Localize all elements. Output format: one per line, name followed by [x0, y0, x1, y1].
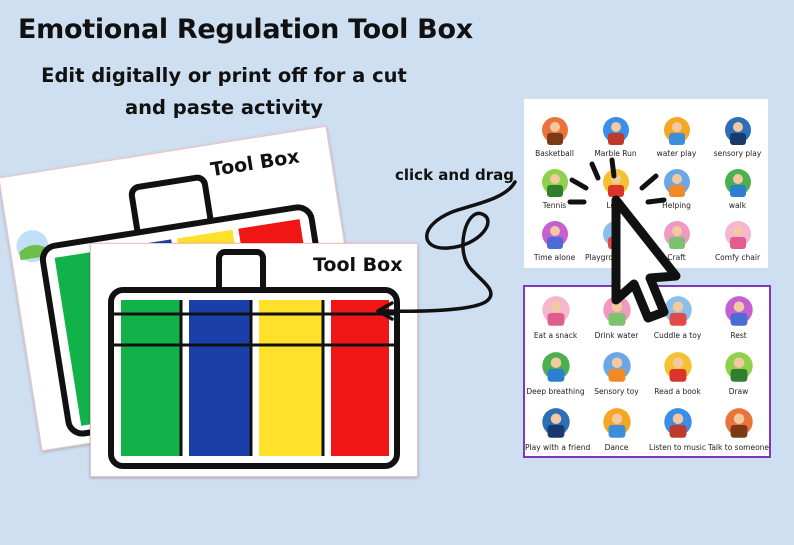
activity-card[interactable]: Playground climb: [585, 219, 650, 262]
toolbox-slot-yellow[interactable]: [259, 300, 323, 456]
activity-label: Draw: [728, 387, 749, 396]
marble-run-icon: [598, 115, 634, 149]
activity-card[interactable]: Play with a friend: [525, 405, 591, 452]
activity-label: Sensory toy: [594, 387, 639, 396]
activity-label: Dance: [604, 443, 629, 452]
subtitle: Edit digitally or print off for a cut an…: [0, 60, 448, 124]
activity-card[interactable]: Tennis: [524, 167, 585, 210]
activity-card[interactable]: Dance: [586, 405, 647, 452]
activity-label: water play: [656, 149, 697, 158]
activity-card[interactable]: Lego: [585, 167, 646, 210]
time-alone-icon: [537, 219, 573, 253]
comfy-chair-icon: [720, 219, 756, 253]
sensory-toy-icon: [598, 349, 636, 387]
activity-label: Read a book: [654, 387, 701, 396]
toolbox-slot-green[interactable]: [121, 300, 181, 456]
playground-icon: [598, 219, 634, 253]
toolbox-card-front[interactable]: Tool Box: [90, 243, 418, 477]
activity-label: Drink water: [594, 331, 639, 340]
activity-card[interactable]: Cuddle a toy: [647, 293, 708, 340]
activity-card[interactable]: Talk to someone: [708, 405, 769, 452]
subtitle-line-2: and paste activity: [125, 96, 323, 119]
activity-label: Marble Run: [594, 149, 637, 158]
activity-card[interactable]: Listen to music: [647, 405, 708, 452]
drag-instruction: click and drag: [395, 166, 515, 184]
dance-icon: [598, 405, 636, 443]
activities-panel-top: Basketball Marble Run water play sensory pl…: [524, 99, 768, 268]
activity-card[interactable]: Basketball: [524, 115, 585, 158]
activity-label: Basketball: [535, 149, 574, 158]
toolbox-slot-blue[interactable]: [189, 300, 251, 456]
water-play-icon: [659, 115, 695, 149]
snack-icon: [537, 293, 575, 331]
rest-icon: [720, 293, 758, 331]
activity-card[interactable]: Rest: [708, 293, 769, 340]
helping-icon: [659, 167, 695, 201]
activity-label: Comfy chair: [714, 253, 761, 262]
activity-label: Playground climb: [585, 253, 650, 262]
tennis-icon: [537, 167, 573, 201]
activity-card[interactable]: sensory play: [707, 115, 768, 158]
water-bottle-icon: [598, 293, 636, 331]
activity-card[interactable]: Draw: [708, 349, 769, 396]
activity-label: Rest: [730, 331, 747, 340]
sensory-play-icon: [720, 115, 756, 149]
toy-icon: [659, 293, 697, 331]
activity-card[interactable]: Sensory toy: [586, 349, 647, 396]
activity-card[interactable]: Marble Run: [585, 115, 646, 158]
activity-label: Deep breathing: [526, 387, 585, 396]
talk-icon: [720, 405, 758, 443]
breathing-icon: [537, 349, 575, 387]
activity-label: sensory play: [713, 149, 762, 158]
activity-card[interactable]: Deep breathing: [525, 349, 586, 396]
activity-card[interactable]: Read a book: [647, 349, 708, 396]
friends-icon: [537, 405, 575, 443]
basketball-icon: [537, 115, 573, 149]
activity-card[interactable]: Comfy chair: [707, 219, 768, 262]
activity-card[interactable]: Drink water: [586, 293, 647, 340]
activity-label: Time alone: [533, 253, 576, 262]
subtitle-line-1: Edit digitally or print off for a cut: [41, 64, 407, 87]
toolbox-front-drawing: [108, 249, 400, 469]
activity-card[interactable]: Helping: [646, 167, 707, 210]
book-icon: [659, 349, 697, 387]
activity-card[interactable]: walk: [707, 167, 768, 210]
toolbox-title: Tool Box: [313, 254, 403, 276]
activity-label: Listen to music: [649, 443, 706, 452]
walk-icon: [720, 167, 756, 201]
activity-label: Eat a snack: [533, 331, 578, 340]
activity-label: Helping: [662, 201, 691, 210]
craft-icon: [659, 219, 695, 253]
activity-card[interactable]: water play: [646, 115, 707, 158]
activity-label: walk: [728, 201, 747, 210]
page-title: Emotional Regulation Tool Box: [18, 14, 473, 45]
headphones-icon: [659, 405, 697, 443]
activity-card[interactable]: Time alone: [524, 219, 585, 262]
activity-label: Tennis: [542, 201, 567, 210]
draw-icon: [720, 349, 758, 387]
toolbox-slot-red[interactable]: [331, 300, 389, 456]
lego-icon: [598, 167, 634, 201]
activity-card[interactable]: Craft: [646, 219, 707, 262]
activity-label: Cuddle a toy: [653, 331, 702, 340]
activity-label: Talk to someone: [708, 443, 770, 452]
activity-label: Craft: [667, 253, 686, 262]
activity-label: Lego: [606, 201, 625, 210]
activity-label: Play with a friend: [525, 443, 591, 452]
activity-card[interactable]: Eat a snack: [525, 293, 586, 340]
